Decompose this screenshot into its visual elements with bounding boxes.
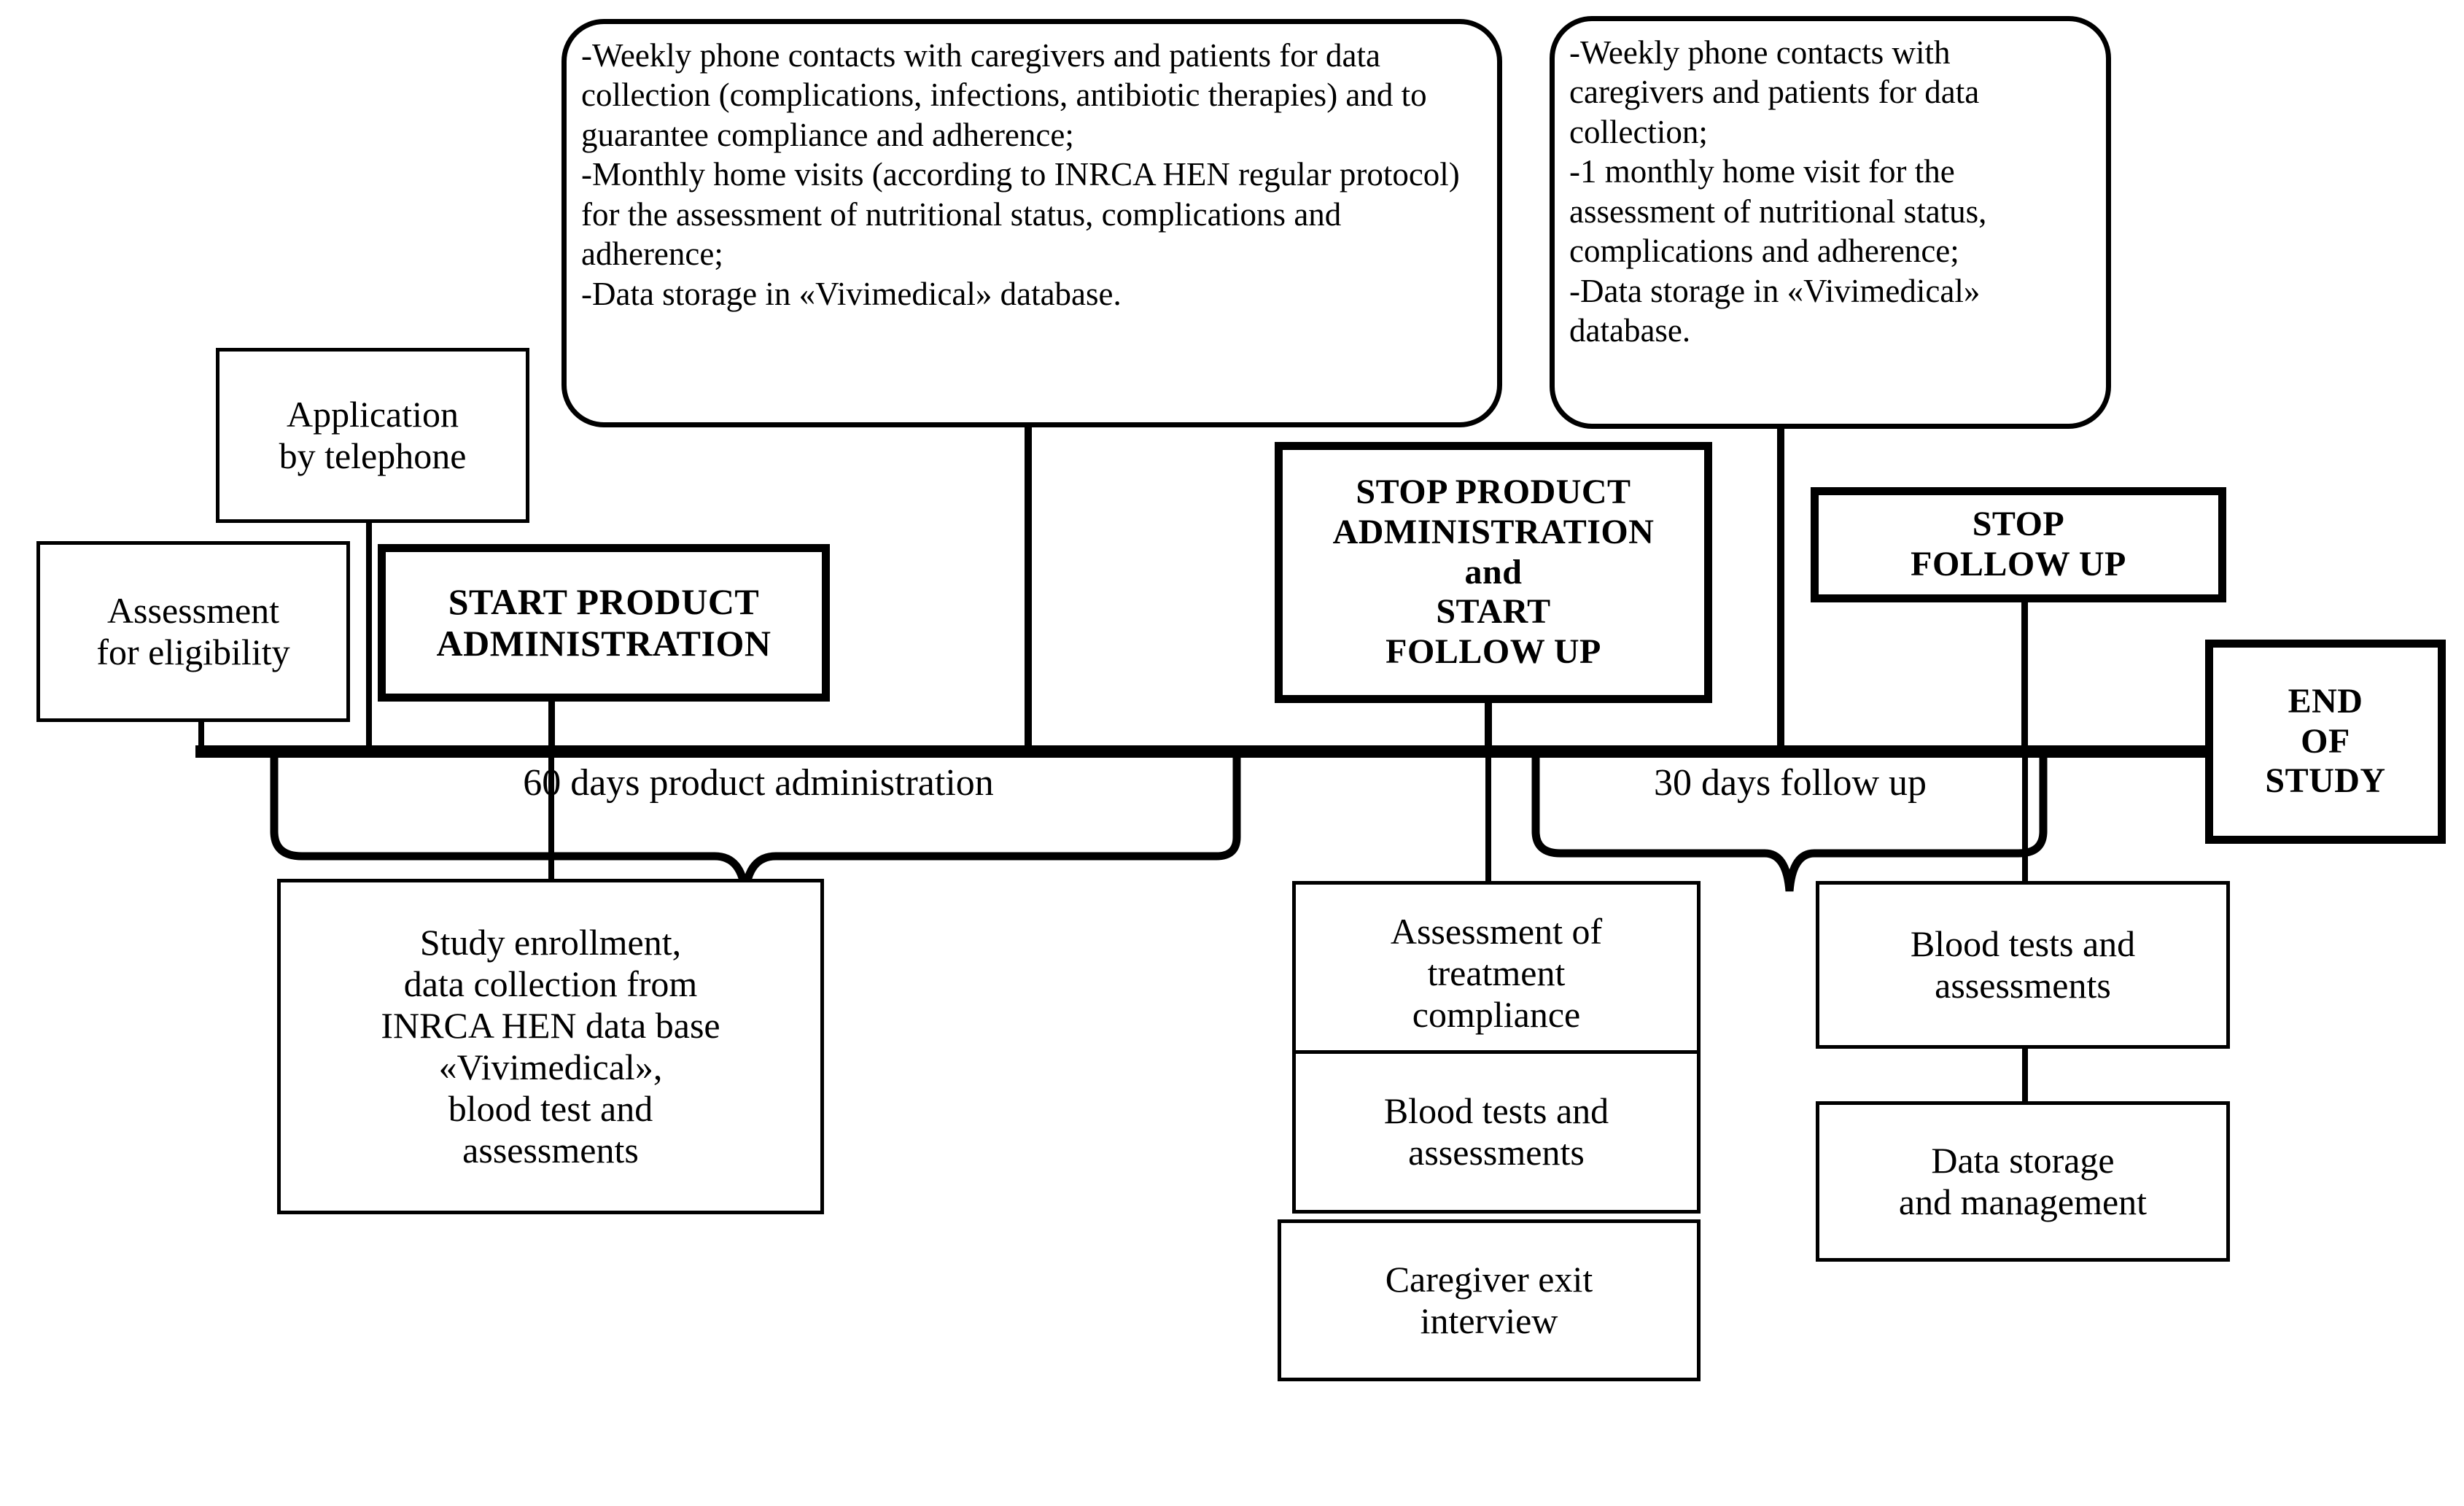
- box-assessment-for-eligibility[interactable]: Assessment for eligibility: [36, 541, 350, 722]
- box-blood-tests-and-assessments-right[interactable]: Blood tests and assessments: [1816, 881, 2230, 1049]
- callout-60-day-monitoring: -Weekly phone contacts with caregivers a…: [561, 19, 1502, 427]
- connector-eligibility-down: [198, 718, 204, 751]
- box-caregiver-exit-interview[interactable]: Caregiver exit interview: [1278, 1219, 1701, 1381]
- connector-start-product-to-timeline: [548, 699, 555, 750]
- timeline-main-bar: [195, 745, 2208, 758]
- connector-bloodtests-to-datastorage: [2022, 1039, 2028, 1105]
- box-data-storage-and-management[interactable]: Data storage and management: [1816, 1101, 2230, 1262]
- callout-30-day-monitoring: -Weekly phone contacts with caregivers a…: [1550, 16, 2111, 429]
- connector-timeline-to-blood-tests-right: [2022, 757, 2028, 882]
- box-blood-tests-and-assessments-center[interactable]: Blood tests and assessments: [1292, 1050, 1701, 1214]
- box-stop-product-administration-start-follow-up[interactable]: STOP PRODUCT ADMINISTRATION and START FO…: [1275, 442, 1712, 703]
- connector-stopfollowup-to-timeline: [2021, 599, 2028, 751]
- box-start-product-administration[interactable]: START PRODUCT ADMINISTRATION: [378, 544, 830, 702]
- connector-application-to-timeline: [366, 519, 372, 749]
- box-study-enrollment[interactable]: Study enrollment, data collection from I…: [277, 879, 824, 1214]
- box-end-of-study[interactable]: END OF STUDY: [2205, 640, 2446, 844]
- connector-stopproduct-to-timeline: [1485, 700, 1492, 751]
- connector-timeline-to-treatment-compliance: [1485, 757, 1491, 882]
- connector-timeline-to-study-enrollment: [548, 757, 554, 881]
- connector-callout30-to-timeline: [1777, 426, 1784, 751]
- box-application-by-telephone[interactable]: Application by telephone: [216, 348, 529, 523]
- box-assessment-of-treatment-compliance[interactable]: Assessment of treatment compliance: [1292, 881, 1701, 1065]
- box-stop-follow-up[interactable]: STOP FOLLOW UP: [1811, 487, 2226, 602]
- timeline-label-60-days: 60 days product administration: [523, 762, 994, 804]
- connector-callout60-to-timeline: [1025, 427, 1032, 751]
- timeline-label-30-days: 30 days follow up: [1653, 762, 1927, 804]
- brace-30-days: [1531, 754, 2048, 892]
